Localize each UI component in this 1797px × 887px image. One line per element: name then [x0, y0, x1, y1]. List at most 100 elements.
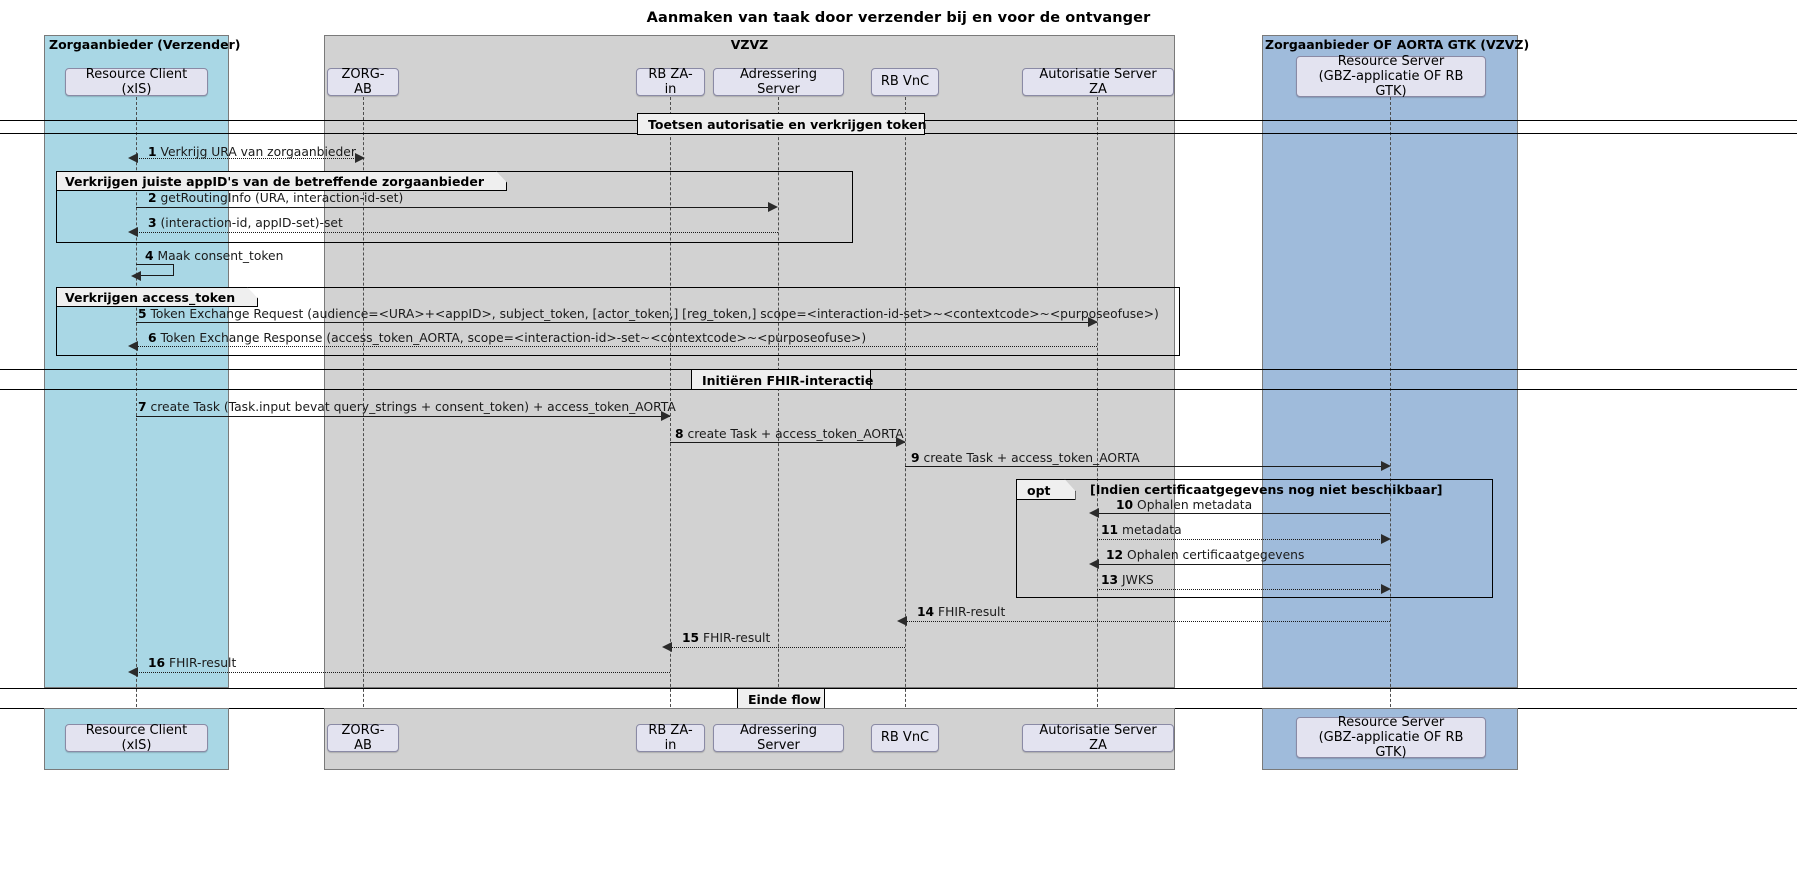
message-13-text: JWKS — [1122, 573, 1154, 587]
message-1-arrowhead-right — [355, 153, 365, 163]
lifeline-rb-vnc — [905, 97, 906, 722]
participant-label: Adressering Server — [740, 722, 817, 753]
lifeline-zorg-ab — [363, 97, 364, 722]
participant-bottom-resource-client[interactable]: Resource Client (xIS) — [65, 723, 208, 753]
message-1-text: Verkrijg URA van zorgaanbieder — [160, 145, 356, 159]
fragment-opt-certificaatgegevens — [1016, 479, 1493, 598]
message-9-number: 9 — [911, 451, 920, 465]
message-13-arrowhead — [1381, 584, 1391, 594]
participant-label: Autorisatie Server ZA — [1039, 66, 1157, 97]
message-16-number: 16 — [148, 656, 166, 670]
message-8-line — [670, 442, 905, 443]
message-10-text: Ophalen metadata — [1137, 498, 1253, 512]
message-1-label: 1 Verkrijg URA van zorgaanbieder — [148, 146, 356, 158]
message-10-number: 10 — [1116, 498, 1134, 512]
lifeline-autorisatie-server-za — [1097, 97, 1098, 722]
fragment-opt-condition: [Indien certificaatgegevens nog niet bes… — [1090, 482, 1442, 497]
participant-label: RB ZA-in — [648, 66, 693, 97]
message-14-arrowhead — [897, 616, 907, 626]
divider2-line-bottom — [0, 389, 1797, 390]
participant-zorg-ab[interactable]: ZORG-AB — [327, 66, 399, 97]
message-10-line — [1097, 513, 1390, 514]
message-4-label: 4 Maak consent_token — [145, 250, 283, 262]
participant-label: Adressering Server — [740, 66, 817, 97]
message-8-label: 8 create Task + access_token_AORTA — [675, 428, 904, 440]
divider-label-text: Einde flow — [748, 692, 821, 707]
participant-label: ZORG-AB — [341, 66, 385, 97]
participant-label: Resource Server (GBZ-applicatie OF RB GT… — [1318, 714, 1464, 761]
box-title-ontvanger: Zorgaanbieder OF AORTA GTK (VZVZ) — [1265, 37, 1530, 52]
participant-autorisatie-server-za[interactable]: Autorisatie Server ZA — [1022, 66, 1174, 97]
participant-bottom-rb-vnc[interactable]: RB VnC — [871, 724, 939, 752]
participant-adressering-server[interactable]: Adressering Server — [713, 66, 844, 97]
message-16-arrowhead — [128, 667, 138, 677]
fragment-opt-condition-text: [Indien certificaatgegevens nog niet bes… — [1090, 482, 1443, 497]
fragment-opt-tab: opt — [1016, 479, 1076, 500]
message-11-label: 11 metadata — [1101, 524, 1182, 536]
participant-bottom-autorisatie-server-za[interactable]: Autorisatie Server ZA — [1022, 722, 1174, 753]
message-7-number: 7 — [138, 400, 147, 414]
participant-bottom-zorg-ab[interactable]: ZORG-AB — [327, 723, 399, 753]
message-4-text: Maak consent_token — [157, 249, 284, 263]
fragment-verkrijgen-access-token — [56, 287, 1180, 356]
message-16-text: FHIR-result — [169, 656, 237, 670]
message-9-text: create Task + access_token_AORTA — [923, 451, 1140, 465]
message-8-arrowhead — [896, 437, 906, 447]
box-title-verzender: Zorgaanbieder (Verzender) — [49, 37, 241, 52]
participant-bottom-resource-server[interactable]: Resource Server (GBZ-applicatie OF RB GT… — [1296, 714, 1486, 761]
divider3-line-top — [0, 688, 1797, 689]
message-6-number: 6 — [148, 331, 157, 345]
page-title: Aanmaken van taak door verzender bij en … — [646, 10, 1151, 26]
message-16-line — [136, 672, 670, 673]
message-7-line — [136, 416, 670, 417]
box-vzvz — [324, 35, 1175, 688]
participant-resource-client[interactable]: Resource Client (xIS) — [65, 66, 208, 97]
message-13-label: 13 JWKS — [1101, 574, 1154, 586]
participant-bottom-rb-za-in[interactable]: RB ZA-in — [636, 722, 705, 753]
message-11-number: 11 — [1101, 523, 1119, 537]
message-5-text: Token Exchange Request (audience=<URA>+<… — [150, 307, 1159, 321]
message-6-text: Token Exchange Response (access_token_AO… — [160, 331, 867, 345]
box-title-vzvz: VZVZ — [730, 37, 769, 52]
participant-rb-vnc[interactable]: RB VnC — [871, 68, 939, 96]
message-15-text: FHIR-result — [703, 631, 771, 645]
message-11-line — [1097, 539, 1382, 540]
message-2-number: 2 — [148, 191, 157, 205]
message-12-arrowhead — [1089, 559, 1099, 569]
participant-label: Resource Server (GBZ-applicatie OF RB GT… — [1318, 53, 1464, 100]
divider2-line-top — [0, 369, 1797, 370]
divider-toetsen-autorisatie: Toetsen autorisatie en verkrijgen token — [637, 113, 927, 135]
message-2-arrowhead — [768, 202, 778, 212]
message-3-number: 3 — [148, 216, 157, 230]
message-9-label: 9 create Task + access_token_AORTA — [911, 452, 1140, 464]
message-6-arrowhead — [128, 341, 138, 351]
fragment-label-text: Verkrijgen juiste appID's van de betreff… — [65, 174, 485, 189]
participant-label: RB VnC — [880, 730, 930, 746]
participant-label: Autorisatie Server ZA — [1039, 722, 1157, 753]
message-2-label: 2 getRoutingInfo (URA, interaction-id-se… — [148, 192, 403, 204]
message-3-arrowhead — [128, 227, 138, 237]
message-5-label: 5 Token Exchange Request (audience=<URA>… — [138, 308, 1159, 320]
message-3-label: 3 (interaction-id, appID-set)-set — [148, 217, 343, 229]
message-1-line — [136, 158, 364, 159]
participant-resource-server[interactable]: Resource Server (GBZ-applicatie OF RB GT… — [1296, 53, 1486, 100]
message-11-arrowhead — [1381, 534, 1391, 544]
message-10-label: 10 Ophalen metadata — [1116, 499, 1252, 511]
message-13-line — [1097, 589, 1382, 590]
message-11-text: metadata — [1122, 523, 1182, 537]
message-15-arrowhead — [662, 642, 672, 652]
lifeline-adressering-server — [778, 97, 779, 722]
message-3-line — [136, 232, 778, 233]
message-4-number: 4 — [145, 249, 154, 263]
message-15-line — [670, 647, 905, 648]
participant-bottom-adressering-server[interactable]: Adressering Server — [713, 722, 844, 753]
participant-label: Resource Client (xIS) — [85, 66, 188, 97]
message-1-arrowhead-left — [128, 153, 138, 163]
message-12-line — [1097, 564, 1390, 565]
message-15-label: 15 FHIR-result — [682, 632, 770, 644]
participant-label: RB ZA-in — [648, 722, 693, 753]
divider-label-text: Initiëren FHIR-interactie — [702, 373, 874, 388]
participant-rb-za-in[interactable]: RB ZA-in — [636, 66, 705, 97]
message-9-line — [905, 466, 1382, 467]
message-14-line — [905, 621, 1390, 622]
